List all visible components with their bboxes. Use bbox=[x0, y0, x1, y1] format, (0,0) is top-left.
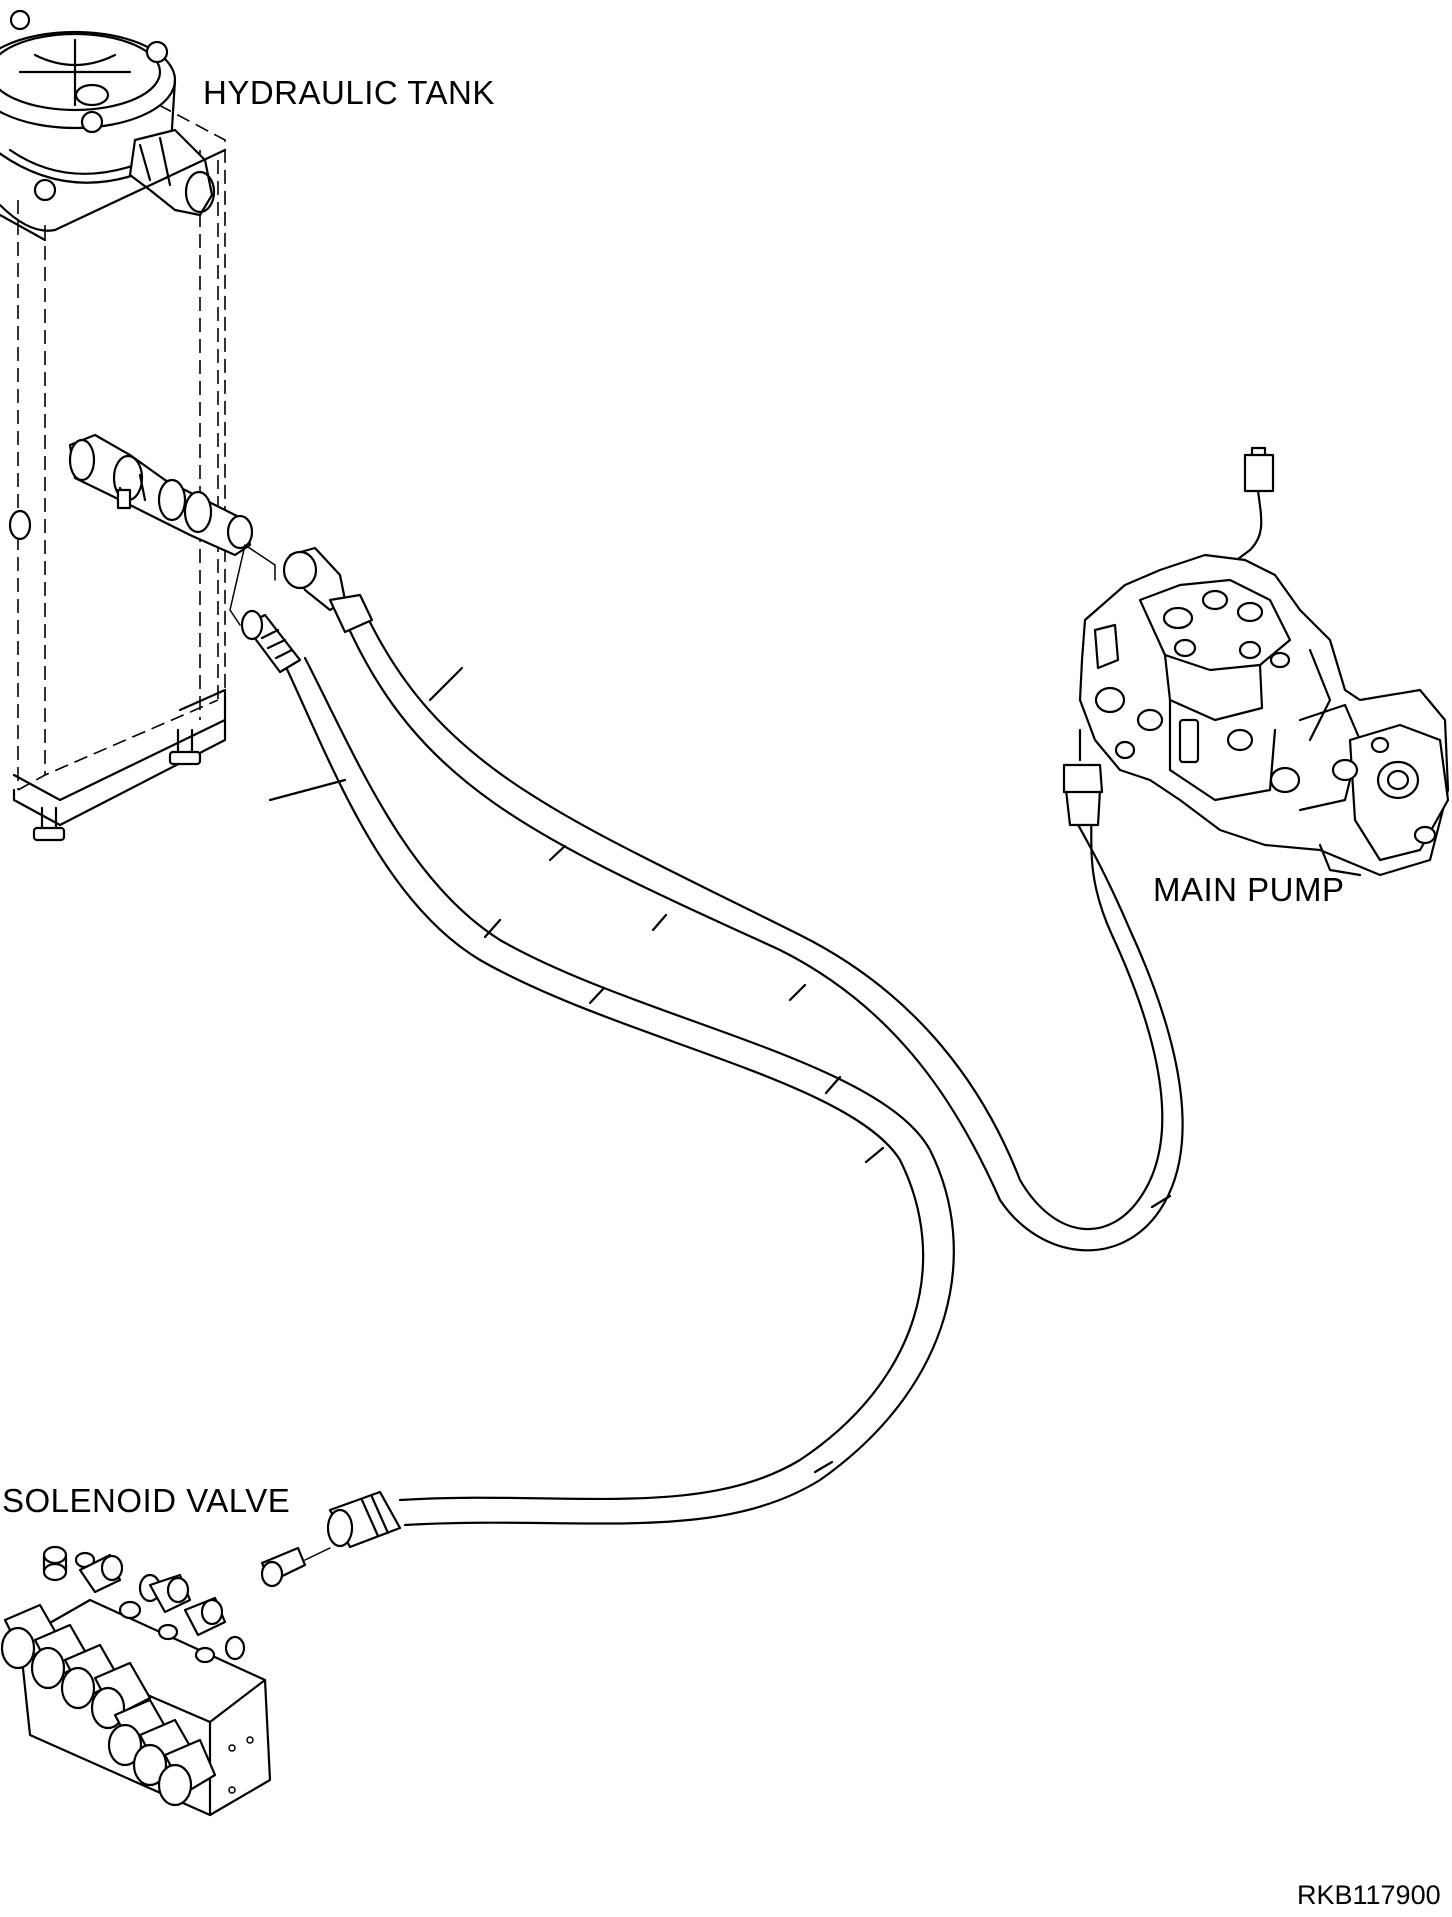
solenoid-coils bbox=[0, 1603, 217, 1807]
hose-end-tank-straight bbox=[240, 609, 302, 674]
label-solenoid-valve: SOLENOID VALVE bbox=[2, 1482, 291, 1519]
label-hydraulic-tank: HYDRAULIC TANK bbox=[203, 74, 495, 111]
solenoid-fittings bbox=[42, 1545, 246, 1664]
label-main-pump: MAIN PUMP bbox=[1153, 871, 1345, 908]
hydraulic-tank bbox=[0, 9, 276, 842]
drawing-code: RKB117900 bbox=[1297, 1880, 1441, 1910]
hose-end-main-pump bbox=[1062, 728, 1104, 827]
hoses bbox=[240, 546, 1184, 1588]
hose-end-tank-elbow bbox=[282, 546, 374, 634]
hose-end-solenoid bbox=[260, 1490, 402, 1588]
main-pump bbox=[1078, 446, 1450, 877]
solenoid-valve bbox=[0, 1545, 272, 1817]
